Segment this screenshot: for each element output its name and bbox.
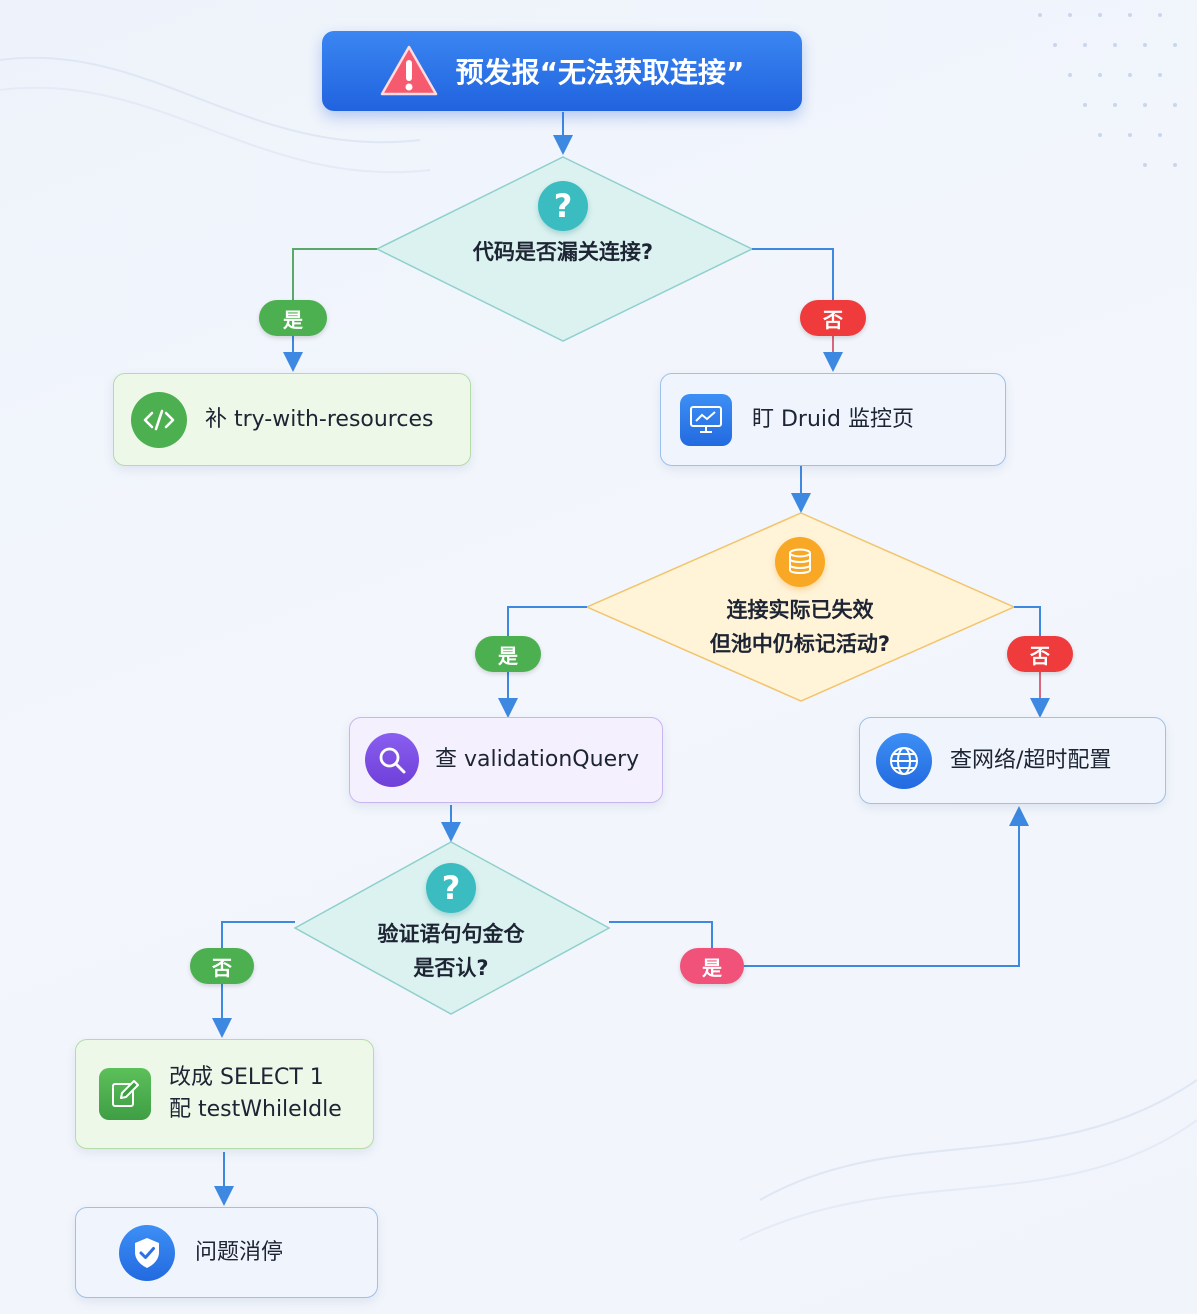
badge-validate-yes: 是 (680, 948, 744, 984)
node-resolved: 问题消停 (75, 1207, 378, 1298)
resolved-label: 问题消停 (195, 1239, 284, 1265)
decorative-dots (1038, 13, 1177, 167)
change-select-line-2: 配 testWhileIdle (169, 1097, 342, 1122)
node-fix-resources: 补 try-with-resources (113, 373, 471, 466)
check-network-label: 查网络/超时配置 (950, 747, 1112, 773)
badge-leak-no: 否 (800, 300, 866, 336)
monitor-chart-icon (680, 393, 732, 446)
question-icon: ? (426, 863, 476, 913)
decision-diamond-code-leak (375, 156, 754, 342)
decision-stale-line-1: 连接实际已失效 (726, 598, 874, 622)
fix-resources-label: 补 try-with-resources (205, 406, 434, 432)
database-icon (775, 537, 825, 587)
node-change-select: 改成 SELECT 1 配 testWhileIdle (75, 1039, 374, 1149)
shield-check-icon (119, 1224, 175, 1281)
edit-icon (99, 1068, 151, 1120)
badge-stale-no: 否 (1007, 636, 1073, 672)
decision-diamond-validate (293, 841, 611, 1015)
page-title: 预发报“无法获取连接” (455, 56, 745, 89)
decision-diamond-stale (585, 512, 1016, 702)
badge-validate-no: 否 (190, 948, 254, 984)
title-node: 预发报“无法获取连接” (322, 31, 802, 111)
decorative-wave (0, 56, 421, 144)
node-watch-druid: 盯 Druid 监控页 (660, 373, 1006, 466)
decision-validate-label: 验证语句句金仓 是否认? (301, 918, 601, 985)
decision-code-leak-label: 代码是否漏关连接? (472, 240, 654, 264)
node-check-validation: 查 validationQuery (349, 717, 663, 803)
warning-icon (380, 45, 437, 96)
badge-leak-yes: 是 (259, 300, 327, 336)
badge-stale-yes: 是 (475, 636, 541, 672)
change-select-label: 改成 SELECT 1 配 testWhileIdle (169, 1062, 342, 1126)
decision-stale-label: 连接实际已失效 但池中仍标记活动? (640, 594, 960, 661)
decision-validate-line-1: 验证语句句金仓 (377, 922, 525, 946)
decision-validate-line-2: 是否认? (413, 955, 489, 980)
node-check-network: 查网络/超时配置 (859, 717, 1166, 804)
search-icon (365, 733, 419, 787)
decision-stale-line-2: 但池中仍标记活动? (709, 631, 891, 656)
watch-druid-label: 盯 Druid 监控页 (752, 406, 914, 432)
check-validation-label: 查 validationQuery (435, 747, 640, 773)
question-icon: ? (538, 181, 588, 231)
globe-icon (876, 732, 932, 789)
change-select-line-1: 改成 SELECT 1 (169, 1065, 324, 1091)
code-icon (131, 391, 187, 448)
